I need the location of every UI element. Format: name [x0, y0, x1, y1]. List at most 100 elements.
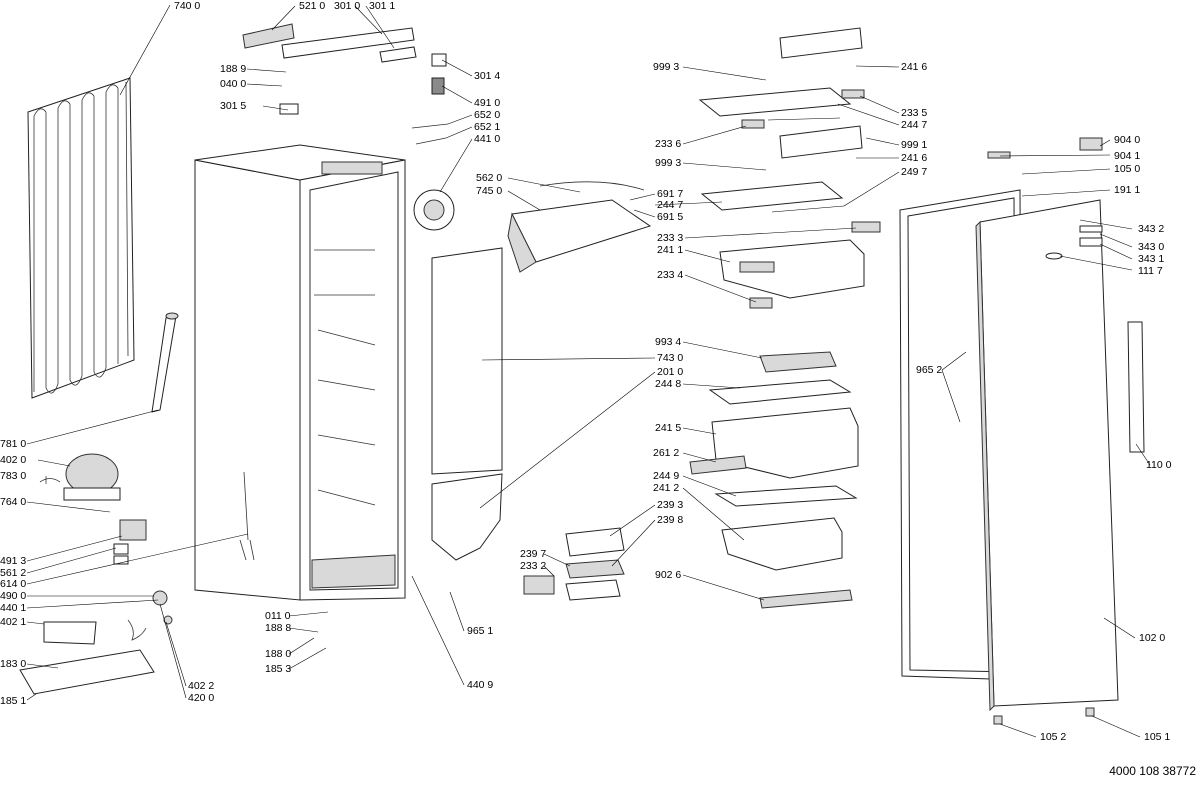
label-491-0: 491 0 — [474, 97, 501, 109]
ice-tray — [523, 575, 555, 595]
label-239-8: 239 8 — [657, 514, 684, 526]
label-011-0: 011 0 — [265, 610, 291, 622]
drain-tube — [151, 312, 179, 413]
label-185-3: 185 3 — [265, 663, 292, 675]
label-965-1: 965 1 — [467, 625, 494, 637]
drawer-handle — [739, 261, 775, 273]
terminal-clip — [113, 555, 129, 565]
label-185-1: 185 1 — [0, 695, 27, 707]
hinge-bottom-right — [1085, 707, 1095, 717]
label-562-0: 562 0 — [476, 172, 503, 184]
rear-panel — [431, 247, 503, 475]
crisper-drawer-top — [719, 239, 865, 299]
label-614-0: 614 0 — [0, 578, 27, 590]
shelf-bracket-2 — [741, 119, 765, 129]
label-783-0: 783 0 — [0, 470, 27, 482]
hinge-bottom-left — [993, 715, 1003, 725]
label-904-1: 904 1 — [1114, 150, 1141, 162]
label-233-2: 233 2 — [520, 560, 547, 572]
heater-wire — [539, 181, 645, 191]
label-105-2: 105 2 — [1040, 731, 1067, 743]
sensor — [431, 53, 447, 67]
control-board — [242, 23, 295, 49]
label-241-6-top: 241 6 — [901, 61, 928, 73]
shelf-trim-1 — [767, 117, 841, 121]
label-402-1: 402 1 — [0, 616, 27, 628]
butter-box — [565, 579, 621, 601]
drawer-clip — [851, 221, 881, 233]
compressor — [39, 453, 121, 501]
label-745-0: 745 0 — [476, 185, 503, 197]
label-111-7: 111 7 — [1138, 265, 1163, 277]
label-993-4: 993 4 — [655, 336, 682, 348]
label-188-9: 188 9 — [220, 63, 247, 75]
label-183-0: 183 0 — [0, 658, 27, 670]
label-040-0: 040 0 — [220, 78, 247, 90]
refrigerator-cabinet — [194, 144, 406, 601]
label-301-5: 301 5 — [220, 100, 247, 112]
shelf-bracket — [841, 89, 865, 99]
egg-box — [565, 527, 625, 557]
label-102-0: 102 0 — [1139, 632, 1166, 644]
label-490-0: 490 0 — [0, 590, 27, 602]
crisper-drawer-bottom — [721, 517, 843, 571]
label-402-0: 402 0 — [0, 454, 27, 466]
label-244-7-mid: 244 7 — [657, 199, 684, 211]
label-781-0: 781 0 — [0, 438, 27, 450]
document-number: 4000 108 38772 — [1109, 764, 1196, 778]
label-343-2: 343 2 — [1138, 223, 1165, 235]
label-999-3-top: 999 3 — [653, 61, 680, 73]
fan-blade — [423, 199, 445, 221]
label-764-0: 764 0 — [0, 496, 27, 508]
label-301-4: 301 4 — [474, 70, 501, 82]
evaporator-side — [507, 212, 537, 273]
terminal-cover — [113, 543, 129, 555]
condenser-coil — [27, 77, 135, 399]
drip-tray — [43, 621, 97, 645]
label-343-0: 343 0 — [1138, 241, 1165, 253]
shelf-trim-2 — [771, 205, 845, 213]
label-249-7: 249 7 — [901, 166, 928, 178]
label-965-2: 965 2 — [916, 364, 943, 376]
label-239-7: 239 7 — [520, 548, 547, 560]
glass-cover-lower — [714, 485, 858, 507]
relay-box — [119, 519, 147, 541]
label-441-0: 441 0 — [474, 133, 501, 145]
wire-clip — [127, 619, 147, 641]
drawer-runner — [749, 297, 773, 309]
label-420-0: 420 0 — [188, 692, 215, 704]
power-cord — [239, 471, 255, 561]
label-241-6-mid: 241 6 — [901, 152, 928, 164]
label-691-7: 691 7 — [657, 188, 684, 200]
light-switch — [431, 77, 445, 95]
label-233-4: 233 4 — [657, 269, 684, 281]
label-402-2: 402 2 — [188, 680, 215, 692]
label-301-1: 301 1 — [369, 0, 396, 12]
rear-duct — [431, 473, 503, 561]
label-999-1: 999 1 — [901, 139, 928, 151]
label-188-0: 188 0 — [265, 648, 292, 660]
label-191-1: 191 1 — [1114, 184, 1141, 196]
label-233-6: 233 6 — [655, 138, 682, 150]
label-440-1: 440 1 — [0, 602, 27, 614]
label-244-8: 244 8 — [655, 378, 682, 390]
kick-plate — [759, 589, 853, 609]
hinge-pin — [987, 151, 1011, 159]
door-cap — [1045, 252, 1063, 260]
hinge-top — [1079, 137, 1103, 151]
label-561-2: 561 2 — [0, 567, 27, 579]
label-239-3: 239 3 — [657, 499, 684, 511]
label-244-7-top: 244 7 — [901, 119, 928, 131]
door-stop — [1079, 225, 1103, 233]
egg-tray — [565, 559, 625, 579]
door-edge — [975, 220, 995, 712]
glass-shelf-mid — [700, 181, 844, 211]
label-904-0: 904 0 — [1114, 134, 1141, 146]
label-902-6: 902 6 — [655, 569, 682, 581]
label-233-3: 233 3 — [657, 232, 684, 244]
glass-cover — [708, 379, 852, 405]
shelf-frame-top — [779, 27, 863, 59]
label-233-5: 233 5 — [901, 107, 928, 119]
control-panel — [281, 27, 415, 59]
label-105-0: 105 0 — [1114, 163, 1141, 175]
